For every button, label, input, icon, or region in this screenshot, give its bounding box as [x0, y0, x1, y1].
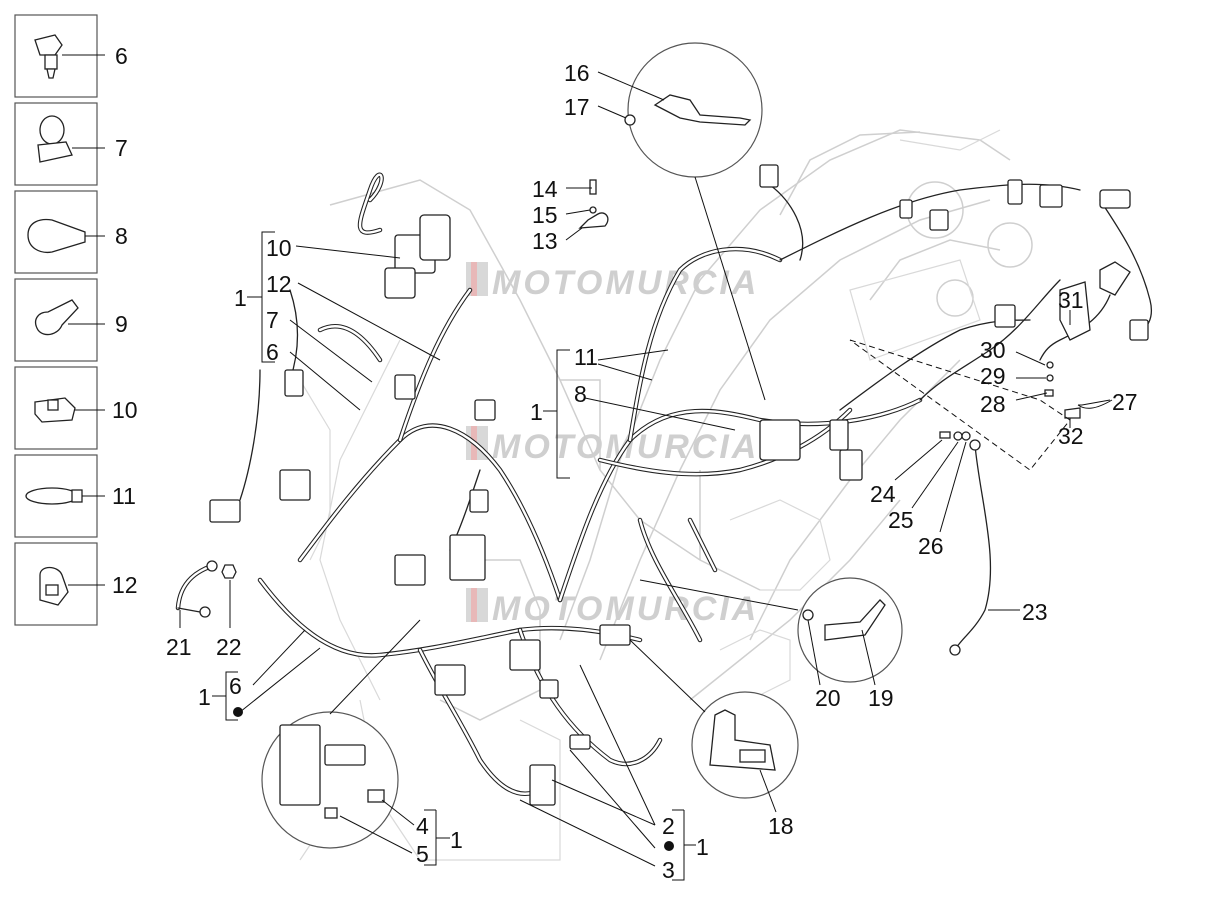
callout-23: 23	[1022, 599, 1048, 625]
bullet-dot-bottom	[664, 841, 674, 851]
callout-1-top-left: 1	[234, 285, 247, 311]
detail-circle-18	[691, 691, 799, 799]
bolt-24-washers-25-26	[939, 431, 971, 441]
cable-tie-icon	[25, 487, 83, 505]
ground-cable-23	[949, 439, 992, 656]
watermark-bottom: MOTOMURCIA	[466, 588, 759, 628]
callout-13: 13	[532, 228, 558, 254]
small-hardware-28-30-32	[1044, 361, 1081, 419]
callout-25: 25	[888, 507, 914, 533]
callout-5: 5	[416, 841, 429, 867]
callout-15: 15	[532, 202, 558, 228]
sidebar-label-6: 6	[115, 43, 128, 69]
nut-22	[221, 564, 237, 579]
leader-lines	[179, 71, 1113, 881]
sidebar-label-8: 8	[115, 223, 128, 249]
cable-clamp-clip-icon	[34, 34, 63, 79]
angled-boot-icon	[34, 299, 79, 336]
callout-6-top: 6	[266, 339, 279, 365]
dashed-assembly-outline	[849, 339, 1071, 471]
svg-text:MOTOMURCIA: MOTOMURCIA	[492, 590, 759, 628]
callout-1-bottom-left: 1	[198, 684, 211, 710]
callout-numbers: 10 12 7 6 1 11 8 1 14 15 13 16 17 21 22 …	[166, 60, 1138, 883]
sidebar-label-10: 10	[112, 397, 138, 423]
callout-1-fuse: 1	[450, 827, 463, 853]
callout-1-middle: 1	[530, 399, 543, 425]
sidebar-label-12: 12	[112, 572, 138, 598]
callout-22: 22	[216, 634, 242, 660]
callout-27: 27	[1112, 389, 1138, 415]
cable-strap-clamp-icon	[37, 115, 73, 163]
detail-circle-fusebox	[261, 711, 399, 849]
watermark-top: MOTOMURCIA	[466, 262, 759, 302]
callout-19: 19	[868, 685, 894, 711]
sidebar-part-boxes: 6 7 8 9 10	[14, 14, 138, 626]
connector-clip-icon	[34, 397, 76, 423]
callout-20: 20	[815, 685, 841, 711]
callout-16: 16	[564, 60, 590, 86]
detail-circle-16-17	[624, 42, 763, 178]
callout-2: 2	[662, 813, 675, 839]
detail-circle-19-20	[797, 577, 903, 683]
callout-1-bottom: 1	[696, 834, 709, 860]
svg-text:MOTOMURCIA: MOTOMURCIA	[492, 264, 759, 302]
callout-30: 30	[980, 337, 1006, 363]
callout-31: 31	[1058, 287, 1084, 313]
sidebar-label-11: 11	[112, 483, 136, 509]
callout-29: 29	[980, 363, 1006, 389]
harness-connectors	[209, 164, 1149, 806]
battery-cable-21	[175, 560, 218, 618]
callout-14: 14	[532, 176, 558, 202]
callout-21: 21	[166, 634, 192, 660]
sidebar-label-9: 9	[115, 311, 128, 337]
callout-26: 26	[918, 533, 944, 559]
bullet-dot-bottom-left	[233, 707, 243, 717]
callout-28: 28	[980, 391, 1006, 417]
callout-10: 10	[266, 235, 292, 261]
callout-4: 4	[416, 813, 429, 839]
callout-32: 32	[1058, 423, 1084, 449]
sensor-27	[1039, 261, 1131, 361]
sidebar-label-7: 7	[115, 135, 128, 161]
callout-7: 7	[266, 307, 279, 333]
callout-17: 17	[564, 94, 590, 120]
callout-6-bottom: 6	[229, 673, 242, 699]
callout-12: 12	[266, 271, 292, 297]
callout-11: 11	[574, 344, 598, 370]
callout-18: 18	[768, 813, 794, 839]
bracket-31	[1059, 281, 1091, 341]
callout-8: 8	[574, 381, 587, 407]
clamp-13-15	[578, 179, 609, 229]
callout-24: 24	[870, 481, 896, 507]
cable-guide-clip-icon	[39, 566, 69, 606]
rubber-boot-cap-icon	[27, 218, 86, 254]
callout-3: 3	[662, 857, 675, 883]
watermark-middle: MOTOMURCIA	[466, 426, 756, 466]
